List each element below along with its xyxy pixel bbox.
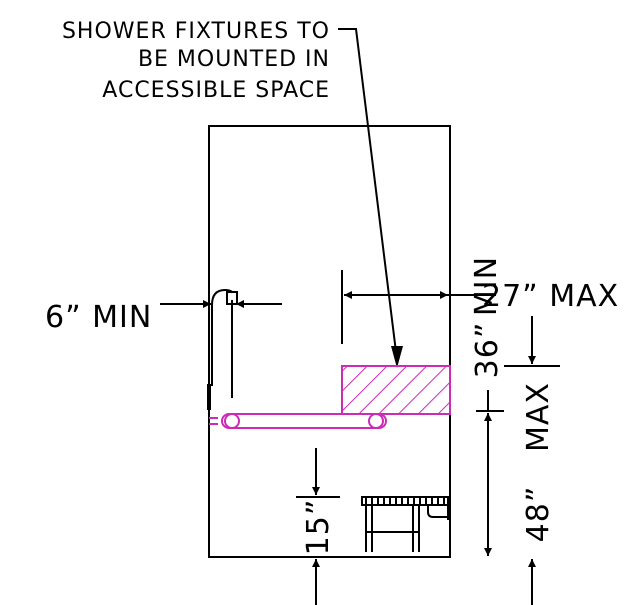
note-line-1: SHOWER FIXTURES TO	[62, 19, 330, 44]
thirtysix-label: 36”	[470, 322, 505, 379]
fifteen-label: 15”	[301, 499, 336, 556]
dimension-six-min: 6” MIN	[45, 300, 282, 398]
note-line-3: ACCESSIBLE SPACE	[102, 78, 330, 103]
fortyeight-label: 48”	[521, 486, 556, 543]
accessible-fixture-zone	[341, 365, 451, 415]
dimension-twentyseven-max: 27” MAX	[341, 270, 619, 344]
note-leader-arrowhead	[391, 346, 403, 368]
min-vertical-label: MIN	[469, 256, 504, 316]
dimension-fifteen: 15”	[296, 448, 340, 605]
twentyseven-max-label: 27” MAX	[482, 279, 619, 314]
note-leader-line	[338, 28, 398, 361]
shower-seat	[361, 496, 449, 552]
max-vertical-label: MAX	[521, 382, 556, 452]
fixture-note: SHOWER FIXTURES TO BE MOUNTED IN ACCESSI…	[62, 19, 330, 103]
six-min-label: 6” MIN	[45, 300, 152, 335]
note-line-2: BE MOUNTED IN	[138, 47, 330, 72]
dimension-fortyeight: 48”	[476, 390, 556, 605]
dimension-thirtysix: MIN 36” MAX	[469, 256, 560, 452]
shower-stall-outline	[208, 125, 451, 558]
grab-bar	[209, 413, 387, 429]
